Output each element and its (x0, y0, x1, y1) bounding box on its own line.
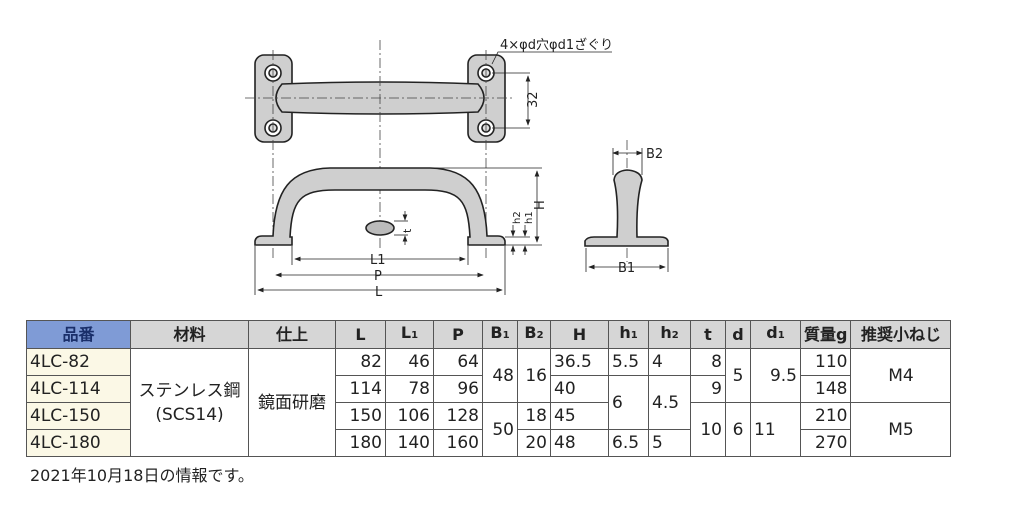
cell-h: 36.5 (550, 348, 609, 376)
cell-l1: 78 (385, 375, 434, 403)
header-material: 材料 (130, 320, 249, 349)
spec-table: 品番 材料 仕上 L L1 P B1 B2 H h1 h2 t d d1 質量g… (26, 320, 952, 457)
table-row: 4LC-150 150 106 128 50 18 45 10 6 11 210… (26, 402, 952, 457)
cell-p: 128 (433, 402, 483, 430)
table-row: 4LC-180 180 140 160 20 48 6.5 5 270 (26, 429, 951, 457)
part-number: 4LC-82 (26, 348, 131, 376)
dim-b2-label: B2 (646, 147, 663, 162)
part-number: 4LC-114 (26, 375, 131, 403)
cell-b2: 18 (517, 402, 551, 430)
dim-32-label: 32 (526, 91, 541, 108)
table-row: 4LC-82 ステンレス鋼(SCS14) 鏡面研磨 82 46 64 48 16… (26, 348, 952, 457)
cell-screw: M4 (850, 348, 952, 403)
hole-note-label: 4×φd穴φd1ざぐり (500, 37, 613, 53)
front-view (254, 167, 506, 246)
header-h: H (550, 320, 609, 349)
header-d1: d1 (750, 320, 801, 349)
cell-screw: M5 (850, 402, 952, 457)
header-h1: h1 (608, 320, 649, 349)
cell-h: 45 (550, 402, 609, 430)
header-part: 品番 (26, 320, 131, 349)
cell-h: 48 (550, 429, 609, 457)
dim-h1-label: h1 (524, 211, 535, 224)
cell-t: 9 (690, 375, 726, 403)
cell-t: 8 (690, 348, 726, 376)
cell-l1: 140 (385, 429, 434, 457)
cell-t: 10 (690, 402, 726, 457)
dim-p-label: P (374, 269, 382, 284)
cell-l: 150 (335, 402, 386, 430)
cell-h1: 6.5 (608, 429, 649, 457)
header-l1: L1 (385, 320, 434, 349)
cell-mass: 148 (799, 375, 852, 403)
part-number: 4LC-150 (26, 402, 131, 430)
cell-mass: 270 (799, 429, 852, 457)
side-view (584, 169, 669, 247)
cell-l: 114 (335, 375, 386, 403)
header-t: t (690, 320, 726, 349)
header-d: d (725, 320, 751, 349)
header-b2: B2 (517, 320, 551, 349)
header-mass: 質量g (799, 320, 852, 349)
cell-h2: 4.5 (648, 375, 691, 430)
cell-h2: 4 (648, 348, 691, 376)
info-date-note: 2021年10月18日の情報です。 (30, 466, 254, 485)
cell-d1: 9.5 (750, 348, 801, 403)
cell-b1: 48 (482, 348, 518, 403)
cell-h: 40 (550, 375, 609, 403)
dim-l-label: L (375, 285, 383, 300)
cell-l1: 46 (385, 348, 434, 376)
cell-h1: 6 (608, 375, 649, 430)
dim-h-label: H (533, 200, 548, 210)
part-number: 4LC-180 (26, 429, 131, 457)
cell-mass: 210 (799, 402, 852, 430)
handle-technical-drawing: 4×φd穴φd1ざぐり 32 L1 P L H h1 h2 t B2 B1 (245, 37, 669, 300)
cell-d: 6 (725, 402, 751, 457)
cell-d1: 11 (750, 402, 801, 457)
material-cell: ステンレス鋼(SCS14) (130, 348, 249, 457)
cell-b2: 20 (517, 429, 551, 457)
dim-h2-label: h2 (512, 211, 523, 224)
cell-b1: 50 (482, 402, 518, 457)
dim-t-label: t (401, 228, 414, 233)
cell-h2: 5 (648, 429, 691, 457)
header-finish: 仕上 (248, 320, 336, 349)
cell-l: 180 (335, 429, 386, 457)
cell-l1: 106 (385, 402, 434, 430)
cell-h1: 5.5 (608, 348, 649, 376)
cell-p: 96 (433, 375, 483, 403)
header-h2: h2 (648, 320, 691, 349)
header-l: L (335, 320, 386, 349)
dim-b1-label: B1 (618, 261, 635, 276)
cell-b2: 16 (517, 348, 551, 403)
header-screw: 推奨小ねじ (850, 320, 952, 349)
table-row: 4LC-114 114 78 96 40 6 4.5 9 148 (26, 375, 951, 430)
cell-mass: 110 (799, 348, 852, 376)
cell-p: 64 (433, 348, 483, 376)
cell-p: 160 (433, 429, 483, 457)
cell-l: 82 (335, 348, 386, 376)
finish-cell: 鏡面研磨 (248, 348, 336, 457)
header-p: P (433, 320, 483, 349)
dim-l1-label: L1 (370, 253, 386, 268)
header-row: 品番 材料 仕上 L L1 P B1 B2 H h1 h2 t d d1 質量g… (26, 320, 952, 349)
header-b1: B1 (482, 320, 518, 349)
cell-d: 5 (725, 348, 751, 403)
